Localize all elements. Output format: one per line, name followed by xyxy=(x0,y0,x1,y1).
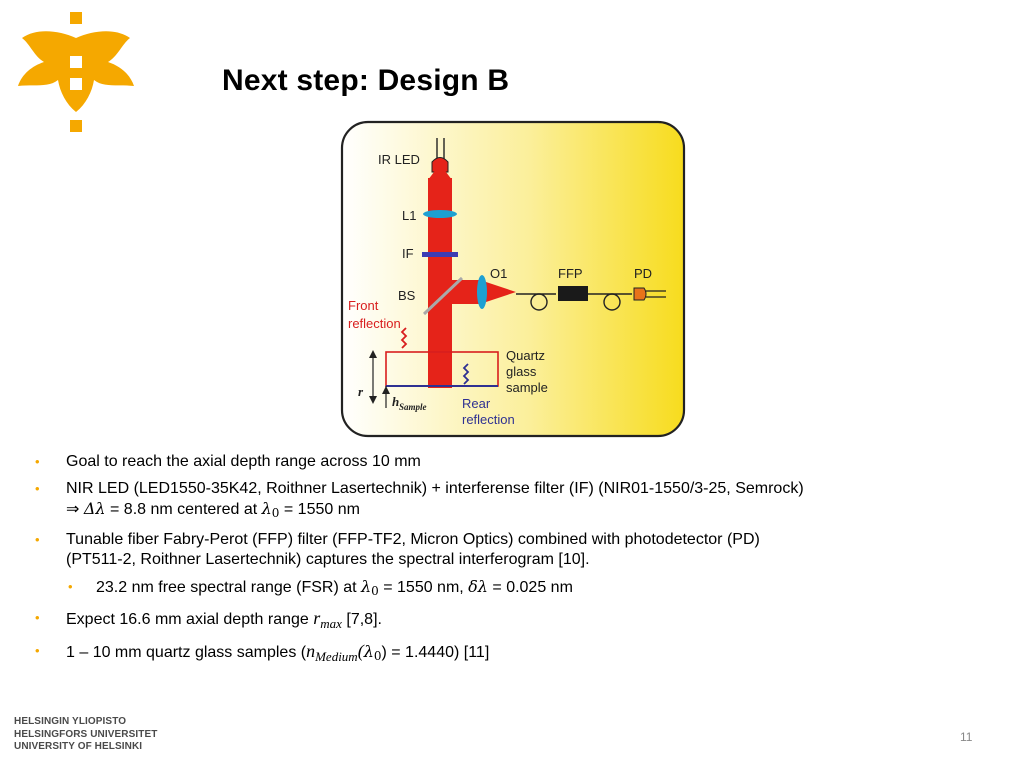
label-h-sub: Sample xyxy=(399,402,427,412)
bullet-nir-led: • NIR LED (LED1550-35K42, Roithner Laser… xyxy=(35,480,804,520)
beam-splitter-icon xyxy=(422,276,464,316)
beam-cone xyxy=(428,164,452,180)
slide-title: Next step: Design B xyxy=(222,64,510,97)
label-sample: sample xyxy=(506,380,548,395)
vertical-beam xyxy=(428,178,452,388)
optical-setup-diagram: IR LED L1 IF BS O1 FFP PD Front reflecti… xyxy=(340,120,686,438)
bullet-depth-range: • Expect 16.6 mm axial depth range rmax … xyxy=(35,608,382,631)
label-o1: O1 xyxy=(490,266,507,281)
bullet-dot: • xyxy=(35,481,40,496)
objective-o1-icon xyxy=(477,275,487,309)
label-glass: glass xyxy=(506,364,537,379)
label-h: h xyxy=(392,394,399,409)
university-name: HELSINGIN YLIOPISTO HELSINGFORS UNIVERSI… xyxy=(14,716,158,752)
bullet-ffp: • Tunable fiber Fabry-Perot (FFP) filter… xyxy=(35,531,760,568)
label-rear: Rear xyxy=(462,396,491,411)
label-r: r xyxy=(358,384,364,399)
label-bs: BS xyxy=(398,288,416,303)
bullet-dot: • xyxy=(35,643,40,658)
bullet-dot: • xyxy=(35,610,40,625)
label-ir-led: IR LED xyxy=(378,152,420,167)
bullet-goal: • Goal to reach the axial depth range ac… xyxy=(35,453,421,470)
label-ffp: FFP xyxy=(558,266,583,281)
bullet-dot: • xyxy=(68,579,73,594)
interference-filter-icon xyxy=(422,252,458,257)
lens-l1-icon xyxy=(423,210,457,218)
page-number: 11 xyxy=(960,730,973,744)
label-l1: L1 xyxy=(402,208,416,223)
label-front-reflection: reflection xyxy=(348,316,401,331)
label-front: Front xyxy=(348,298,379,313)
ffp-filter-icon xyxy=(558,286,588,301)
label-pd: PD xyxy=(634,266,652,281)
bullet-samples: • 1 – 10 mm quartz glass samples (nMediu… xyxy=(35,641,490,664)
university-flame-logo xyxy=(18,12,134,132)
bullet-fsr: • 23.2 nm free spectral range (FSR) at λ… xyxy=(68,577,573,598)
label-rear-reflection: reflection xyxy=(462,412,515,427)
label-if: IF xyxy=(402,246,414,261)
bullet-list: • Goal to reach the axial depth range ac… xyxy=(30,452,1000,674)
figure-frame xyxy=(340,120,686,438)
label-quartz: Quartz xyxy=(506,348,545,363)
bullet-dot: • xyxy=(35,532,40,547)
bullet-dot: • xyxy=(35,454,40,469)
photodetector-icon xyxy=(633,287,647,301)
